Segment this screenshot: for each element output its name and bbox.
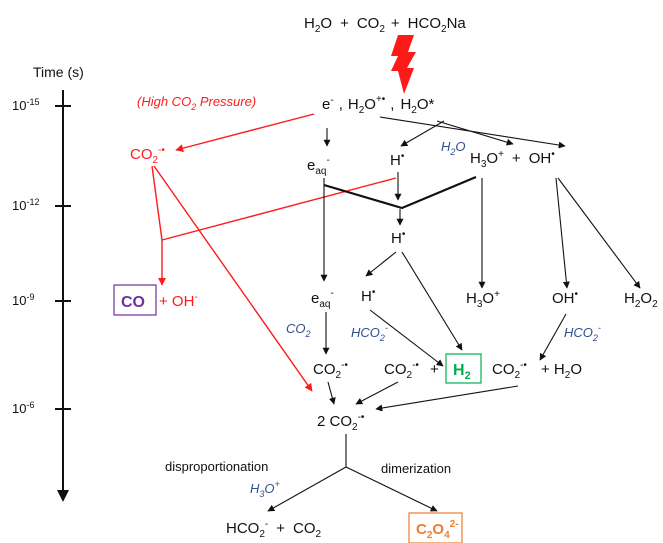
arrow-h2o-excited-to-h <box>400 120 445 147</box>
arrow-c-to-dimer <box>375 385 519 412</box>
arrow-h2o-excited-to-h3o <box>436 120 514 146</box>
h3o-mid: H3O+ <box>466 289 500 310</box>
arrow-oh-to-h2o2 <box>557 177 641 289</box>
co2-product: CO <box>293 520 316 537</box>
radiation-bolt-icon <box>391 35 416 94</box>
plus-h2o: + H2O <box>541 361 582 381</box>
co2-radical-anion-c: CO2-• <box>492 360 527 381</box>
arrow-h2-to-h2-product <box>401 251 463 351</box>
line-h-radical-to-junction <box>161 177 397 241</box>
time-tick-label-1e-6: 10-6 <box>12 400 34 416</box>
arrow-oh-down <box>555 177 570 289</box>
time-tick-label-1e-9: 10-9 <box>12 292 34 308</box>
formate-plus-co2-products: HCO2-+CO2 <box>226 519 322 540</box>
arrow-h2o-cation-to-oh <box>379 116 566 149</box>
arrow-co2-radical-to-dimer <box>153 165 313 392</box>
oh-top: OH <box>529 150 552 167</box>
h3o-top: H <box>470 150 481 167</box>
co-plus-oh: + OH- <box>159 292 198 310</box>
h2o-radical-cation: H <box>348 96 359 113</box>
time-tick-label-1e-12: 10-12 <box>12 197 39 213</box>
oxalate-product-box <box>408 512 463 543</box>
time-axis: Time (s) 10-15 10-12 10-9 10-6 <box>12 64 84 502</box>
h3o-reagent-label-bottom: H3O+ <box>250 479 280 499</box>
arrow-a-to-dimer <box>327 381 336 405</box>
h2o2-mid: H2O2 <box>624 290 658 310</box>
line-co2-radical-down <box>151 165 163 241</box>
arrow-b-to-dimer <box>355 381 399 405</box>
hydrated-electron-mid: eaq- <box>311 288 334 310</box>
electron: e <box>322 96 330 113</box>
time-axis-arrowhead <box>57 490 69 502</box>
h-radical-3: H• <box>361 287 376 305</box>
time-axis-label: Time (s) <box>33 64 84 80</box>
arrow-h2-to-h3 <box>365 251 397 277</box>
h2o-excited: H <box>400 96 411 113</box>
hydrated-electron-top: eaq- <box>307 155 330 177</box>
high-co2-pressure-note: (High CO2 Pressure) <box>137 94 256 112</box>
plus-h2: + <box>430 361 439 378</box>
reaction-arrows <box>267 116 641 512</box>
reactant-hco2na: HCO <box>408 15 441 32</box>
oh-radical-mid: OH• <box>552 289 579 307</box>
arrow-oh-to-co2-radical <box>539 313 567 361</box>
co-product-box <box>113 284 157 316</box>
arrow-h-to-plus <box>369 309 444 367</box>
hco2-reagent-label-mid: HCO2- <box>351 323 388 343</box>
reactants-line: H2O+CO2+HCO2Na <box>304 15 466 35</box>
primary-species-line: e-,H2O+•,H2O* <box>322 94 435 116</box>
reactant-co2: CO <box>357 15 380 32</box>
arrow-to-disproportionation <box>267 466 347 512</box>
two-co2-radical-anion: 2 CO2-• <box>317 412 365 433</box>
time-tick-label-1e-15: 10-15 <box>12 97 39 113</box>
co-product-label: CO <box>121 294 145 311</box>
recombination-wedge <box>323 175 477 210</box>
h-radical-1: H• <box>390 151 405 169</box>
co2-radical-anion-a: CO2-• <box>313 360 348 381</box>
h3o-plus-oh-top: H3O++OH• <box>470 149 555 170</box>
co2-radical-anion-b: CO2-• <box>384 360 419 381</box>
reactant-h2o: H <box>304 15 315 32</box>
arrow-to-dimerization <box>345 466 438 512</box>
dimerization-label: dimerization <box>381 461 451 476</box>
co2-reagent-label: CO2 <box>286 321 311 339</box>
hco2-reagent-label-right: HCO2- <box>564 323 601 343</box>
h2-product-box <box>445 353 482 384</box>
disproportionation-label: disproportionation <box>165 459 268 474</box>
oxalate-product-label: C2O42- <box>416 519 459 541</box>
high-pressure-pathway <box>151 113 397 392</box>
co2-radical-anion-left: CO2-• <box>130 145 165 166</box>
h2o-reagent-label-top: H2O <box>441 139 466 157</box>
h-radical-2: H• <box>391 229 406 247</box>
h2-product-label: H2 <box>453 362 471 382</box>
arrow-e-to-co2-radical <box>175 113 315 153</box>
formate-product: HCO <box>226 520 259 537</box>
